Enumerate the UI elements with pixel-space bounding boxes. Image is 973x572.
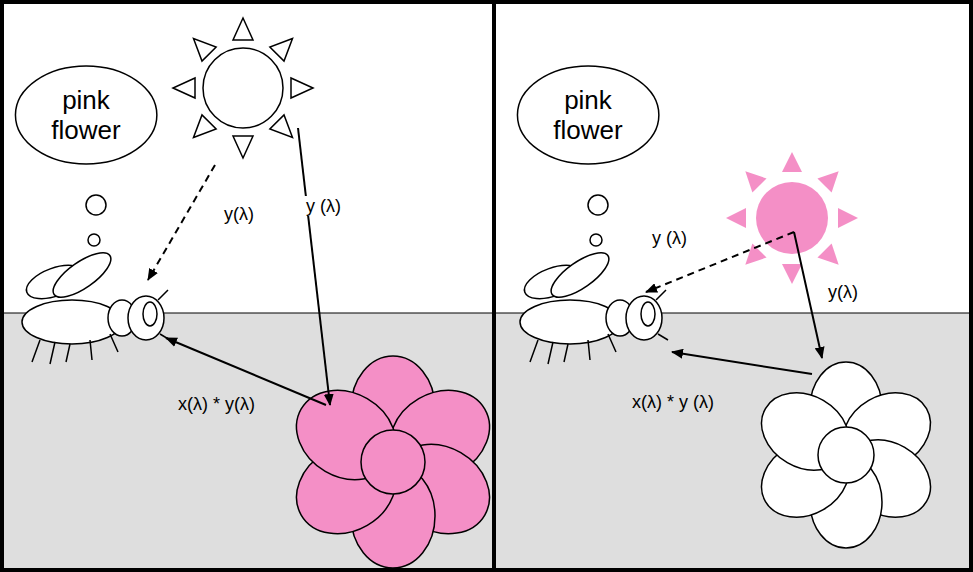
light-arrow xyxy=(148,165,215,280)
ground xyxy=(0,313,973,572)
thought-bubble: pink flower xyxy=(14,65,158,165)
bubble-text: pink flower xyxy=(38,85,134,145)
light-arrow xyxy=(794,232,822,358)
light-label: y(λ) xyxy=(222,204,256,224)
bubble-text: pink flower xyxy=(540,85,636,145)
bee xyxy=(520,245,668,364)
light-label: x(λ) * y(λ) xyxy=(176,394,257,414)
light-label: y(λ) xyxy=(826,282,860,302)
light-label: y (λ) xyxy=(650,228,689,248)
sun xyxy=(173,18,313,158)
light-label: x(λ) * y (λ) xyxy=(630,392,716,412)
light-label: y (λ) xyxy=(304,196,343,216)
thought-dot xyxy=(588,195,608,215)
light-arrow xyxy=(672,352,812,374)
bee xyxy=(22,245,170,364)
thought-dot xyxy=(590,234,602,246)
light-arrow xyxy=(298,128,330,405)
thought-dot xyxy=(86,195,106,215)
divider xyxy=(492,0,496,572)
flower xyxy=(280,356,506,568)
thought-dot xyxy=(88,234,100,246)
flower xyxy=(747,362,944,548)
sun xyxy=(726,152,858,284)
thought-bubble: pink flower xyxy=(516,65,660,165)
